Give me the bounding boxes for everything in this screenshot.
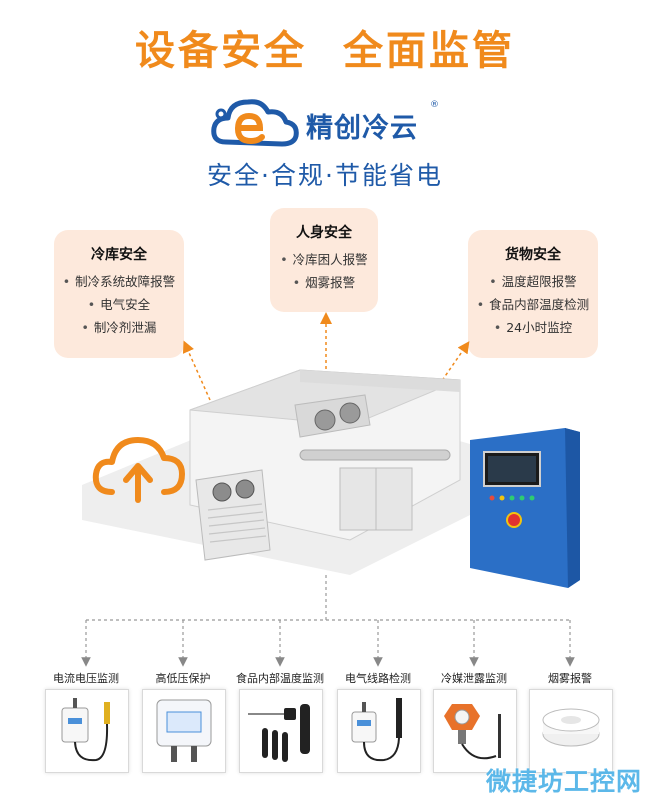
card-item: 制冷系统故障报警 <box>54 270 184 293</box>
registered-mark: ® <box>430 100 439 110</box>
headline-part-2: 全面监管 <box>343 28 515 74</box>
sensor-row: 电流电压监测 高低压保护 食品内部温度监测 电气线路检测 冷媒泄露监测 烟雾报警 <box>0 600 650 804</box>
card-item: 烟雾报警 <box>270 271 378 294</box>
fan-icon <box>212 482 232 502</box>
sensor-label: 电气线路检测 <box>345 672 411 685</box>
card-item: 24小时监控 <box>468 316 598 339</box>
smoke-detector-icon <box>529 689 613 773</box>
headline-part-1: 设备安全 <box>135 28 307 74</box>
card-title: 货物安全 <box>505 247 561 263</box>
card-goods-safety: 货物安全 温度超限报警 食品内部温度检测 24小时监控 <box>468 230 598 358</box>
current-sensor-icon <box>45 689 129 773</box>
fan-icon <box>339 402 361 424</box>
control-panel-device <box>470 428 580 588</box>
sensor-label: 高低压保护 <box>155 672 211 685</box>
gas-leak-detector-icon <box>433 689 517 773</box>
watermark: 微捷坊工控网 <box>485 767 642 796</box>
sensor-label: 冷媒泄露监测 <box>441 672 507 685</box>
card-item: 温度超限报警 <box>468 270 598 293</box>
brand-logo: 精创冷云 ® <box>208 92 448 152</box>
slogan: 安全·合规·节能省电 <box>207 161 443 190</box>
cloud-upload-icon <box>92 437 185 503</box>
card-cold-storage-safety: 冷库安全 制冷系统故障报警 电气安全 制冷剂泄漏 <box>54 230 184 358</box>
emergency-stop-button <box>506 512 522 528</box>
fan-icon <box>314 409 336 431</box>
cloud-e-logo-icon <box>211 99 299 147</box>
probe-sensor-icon <box>239 689 323 773</box>
card-item: 食品内部温度检测 <box>468 293 598 316</box>
sensor-label: 食品内部温度监测 <box>236 672 324 685</box>
card-item: 电气安全 <box>54 293 184 316</box>
headline: 设备安全全面监管 <box>0 18 650 76</box>
brand-name: 精创冷云 <box>306 113 418 144</box>
circuit-sensor-icon <box>337 689 421 773</box>
pressure-sensor-icon <box>142 689 226 773</box>
card-title: 冷库安全 <box>91 247 147 263</box>
card-title: 人身安全 <box>296 225 352 241</box>
fan-icon <box>235 479 255 499</box>
card-item: 制冷剂泄漏 <box>54 316 184 339</box>
sensor-label: 烟雾报警 <box>548 672 592 685</box>
card-item: 冷库困人报警 <box>270 248 378 271</box>
sensor-label: 电流电压监测 <box>53 672 119 685</box>
card-personal-safety: 人身安全 冷库困人报警 烟雾报警 <box>270 208 378 312</box>
